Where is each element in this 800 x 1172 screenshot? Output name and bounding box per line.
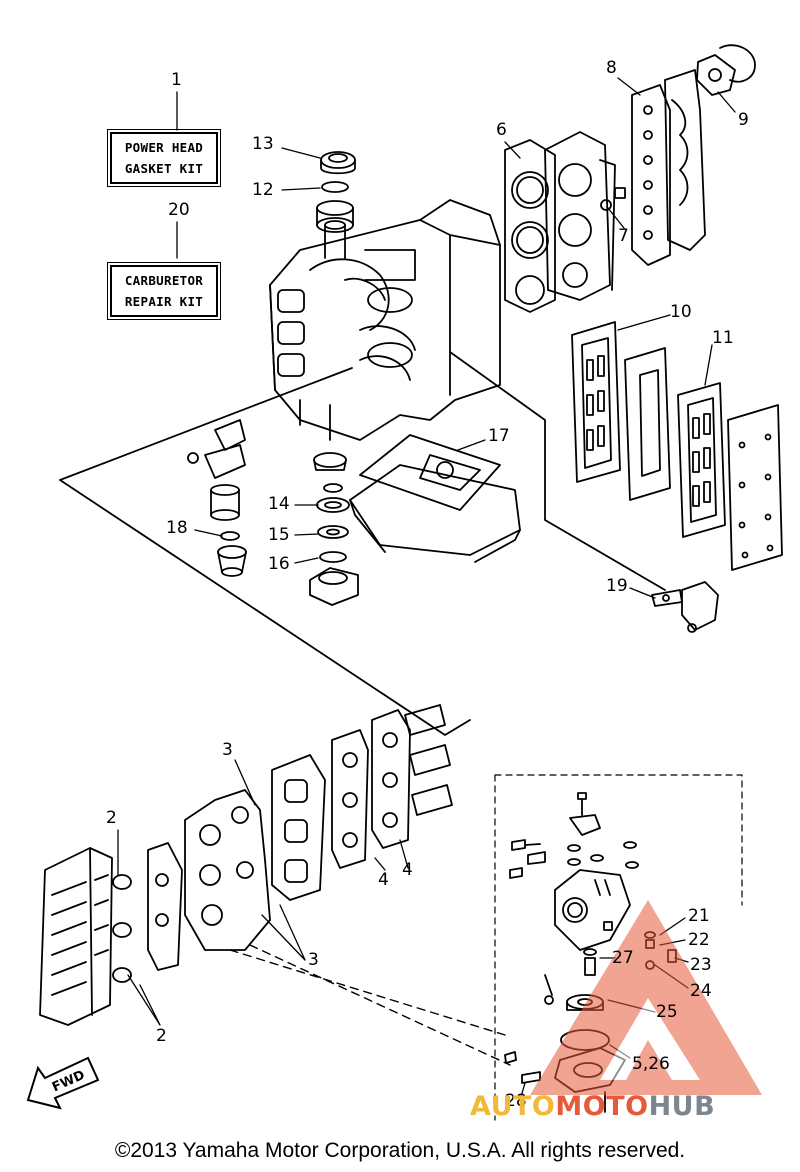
kit-line-2: REPAIR KIT	[124, 294, 204, 309]
callout-17: 17	[488, 426, 510, 446]
exhaust-gasket-11	[677, 382, 726, 538]
watermark-text: AUTOMOTOHUB	[470, 1092, 715, 1122]
kit-line-2: GASKET KIT	[124, 161, 204, 176]
watermark-logo-icon	[530, 900, 762, 1095]
callout-14: 14	[268, 494, 290, 514]
carburetor-body	[554, 869, 631, 951]
watermark-part-3: HUB	[648, 1091, 716, 1122]
kit-line-1: POWER HEAD	[124, 140, 204, 155]
cylinder-head	[544, 131, 616, 301]
callout-2-bottom: 2	[156, 1026, 167, 1046]
o-ring-top	[321, 181, 349, 193]
callout-2-top: 2	[106, 808, 117, 828]
reed-gasket-4a	[331, 729, 369, 869]
callout-8: 8	[606, 58, 617, 78]
callout-20: 20	[168, 200, 190, 220]
reed-gasket-4b	[371, 709, 411, 849]
head-cover	[664, 69, 706, 251]
carb-top-screw	[569, 792, 601, 836]
fuel-pump-19	[651, 581, 719, 633]
cup-18	[217, 545, 247, 577]
carburetor-repair-kit-label: CARBURETOR REPAIR KIT	[107, 262, 221, 320]
callout-1: 1	[171, 70, 182, 90]
watermark-part-1: AUTO	[470, 1091, 556, 1122]
callout-28: 28	[505, 1091, 527, 1111]
drain-screw-28	[504, 1051, 541, 1084]
carburetor-box	[494, 774, 743, 1121]
power-head-gasket-kit-label: POWER HEAD GASKET KIT	[107, 129, 221, 187]
callout-16: 16	[268, 554, 290, 574]
kit-line-1: CARBURETOR	[124, 273, 204, 288]
o-ring-18	[220, 531, 240, 541]
callout-15: 15	[268, 525, 290, 545]
base-gasket	[359, 434, 501, 511]
lower-seal-stack	[309, 452, 359, 606]
crankcase-block	[269, 199, 501, 441]
callout-21: 21	[688, 906, 710, 926]
callout-7: 7	[618, 226, 629, 246]
reed-valves	[404, 704, 453, 816]
callout-10: 10	[670, 302, 692, 322]
callout-19: 19	[606, 576, 628, 596]
filter-element	[210, 484, 240, 521]
reed-valve-plate	[271, 754, 326, 901]
carb-leader-lines	[229, 944, 511, 1066]
callout-12: 12	[252, 180, 274, 200]
callout-3-bottom: 3	[308, 950, 319, 970]
intake-manifold	[184, 789, 271, 951]
callout-24: 24	[690, 981, 712, 1001]
exhaust-gasket-10	[571, 321, 621, 483]
copyright-notice: ©2013 Yamaha Motor Corporation, U.S.A. A…	[114, 1139, 686, 1162]
callout-9: 9	[738, 110, 749, 130]
silencer-plate	[147, 842, 183, 971]
watermark-part-2: MOTO	[555, 1091, 649, 1122]
callout-4-right: 4	[402, 860, 413, 880]
callout-23: 23	[690, 955, 712, 975]
callout-3-top: 3	[222, 740, 233, 760]
upper-casing	[349, 464, 521, 563]
bolt-7	[600, 187, 626, 211]
callout-11: 11	[712, 328, 734, 348]
callout-13: 13	[252, 134, 274, 154]
cylinder-head-gasket	[504, 139, 556, 313]
carb-caps	[567, 841, 639, 869]
callout-4-left: 4	[378, 870, 389, 890]
carb-side-screws	[509, 839, 546, 879]
callout-27: 27	[612, 948, 634, 968]
callout-18: 18	[166, 518, 188, 538]
cover-gasket	[631, 84, 671, 266]
callout-22: 22	[688, 930, 710, 950]
thermostat-gasket	[696, 44, 756, 96]
callout-25: 25	[656, 1002, 678, 1022]
exhaust-inner-cover	[624, 347, 671, 501]
exhaust-outer-cover	[727, 404, 783, 571]
pump-fitting	[187, 419, 246, 479]
silencer-gaskets	[112, 874, 132, 983]
callout-5-26: 5,26	[632, 1054, 670, 1074]
callout-6: 6	[496, 120, 507, 140]
fwd-arrow-icon: FWD	[26, 1056, 100, 1110]
intake-silencer	[39, 847, 113, 1026]
bearing-top	[316, 200, 354, 233]
oil-seal-top	[320, 151, 356, 175]
